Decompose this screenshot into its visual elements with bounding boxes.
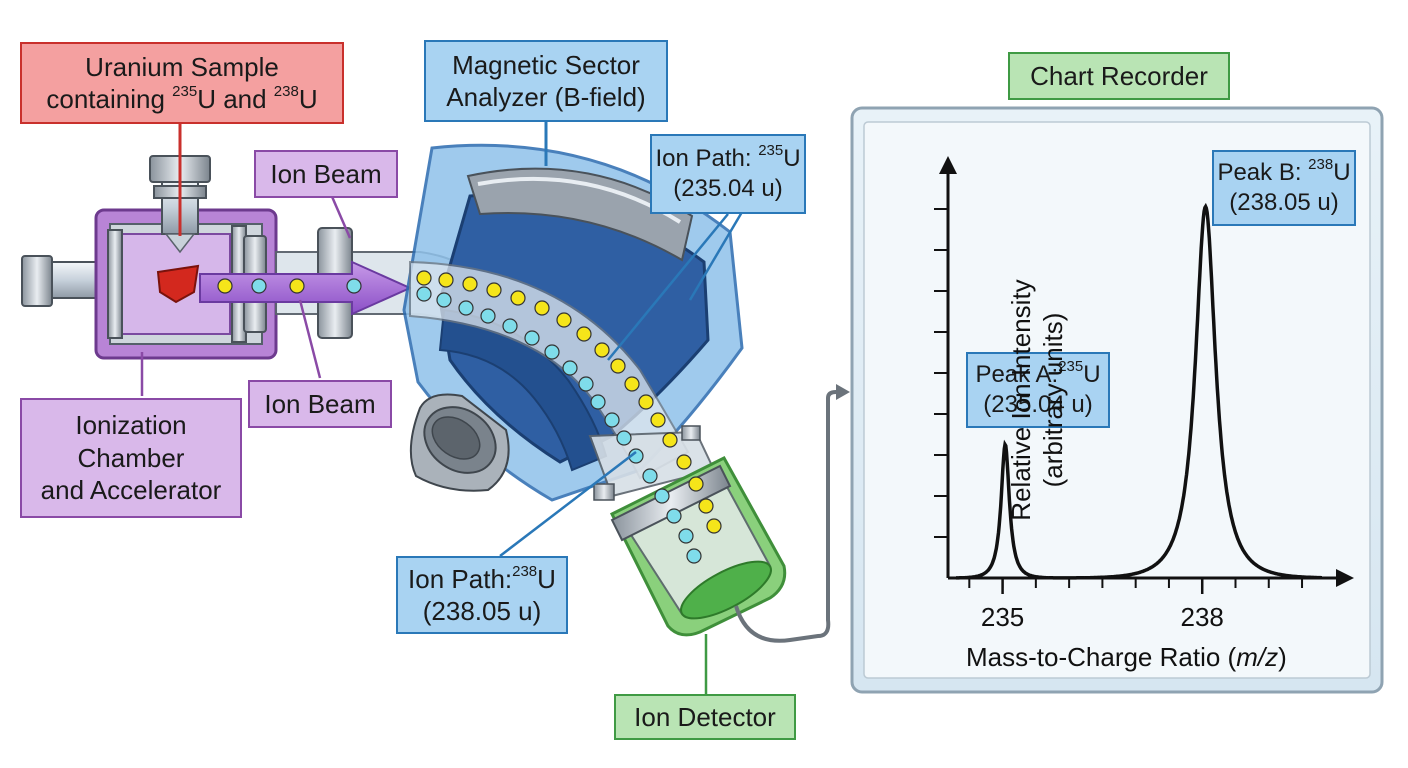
ion-beam-arrow bbox=[199, 260, 413, 316]
x-axis-label-post: ) bbox=[1278, 642, 1287, 672]
ionization-chamber-line3: and Accelerator bbox=[40, 475, 222, 506]
ion-path-238-label: Ion Path:238U (238.05 u) bbox=[396, 556, 568, 634]
ion-238-8 bbox=[578, 376, 594, 392]
ion-238-11 bbox=[616, 430, 632, 446]
ion-235-14 bbox=[676, 454, 692, 470]
uranium-sample-line1: Uranium Sample bbox=[85, 51, 279, 82]
ion-238-17 bbox=[686, 548, 702, 564]
ion-238-9 bbox=[590, 394, 606, 410]
ion-235-2 bbox=[462, 276, 478, 292]
ion-235-9 bbox=[610, 358, 626, 374]
ion-235-6 bbox=[556, 312, 572, 328]
ion-path-238-mass: (238.05 u) bbox=[422, 596, 542, 626]
ion-beam-bottom-text: Ion Beam bbox=[264, 388, 376, 419]
path235-leader-line bbox=[688, 211, 744, 301]
ion-238-1 bbox=[436, 292, 452, 308]
ion-238-2 bbox=[458, 300, 474, 316]
ion-path-235-mass: (235.04 u) bbox=[673, 175, 783, 202]
uranium-sample bbox=[156, 264, 200, 304]
ion-238-7 bbox=[562, 360, 578, 376]
ionization-chamber-line2: Chamber bbox=[77, 442, 185, 473]
ion-235-1 bbox=[438, 272, 454, 288]
beam-bottom-leader-line bbox=[298, 299, 322, 379]
ion-235-16 bbox=[698, 498, 714, 514]
path238-leader-line bbox=[499, 451, 637, 557]
magnetic-sector-label: Magnetic Sector Analyzer (B-field) bbox=[424, 40, 668, 122]
peak-b-label: Peak B: 238U (238.05 u) bbox=[1212, 150, 1356, 226]
ion-238-0 bbox=[416, 286, 432, 302]
ion-238-5 bbox=[524, 330, 540, 346]
magnetic-sector-line1: Magnetic Sector bbox=[452, 49, 640, 80]
uranium-sample-label: Uranium Sample containing 235U and 238U bbox=[20, 42, 344, 124]
ion-235-0 bbox=[416, 270, 432, 286]
x-axis-label: Mass-to-Charge Ratio (m/z) bbox=[966, 642, 1287, 673]
ion-235-17 bbox=[706, 518, 722, 534]
path235-leader-line-2 bbox=[607, 213, 729, 361]
ion-235-11 bbox=[638, 394, 654, 410]
ion-235-7 bbox=[576, 326, 592, 342]
ion-238-3 bbox=[480, 308, 496, 324]
detector-cable bbox=[734, 390, 846, 643]
ion-238-10 bbox=[604, 412, 620, 428]
ion-238-14 bbox=[654, 488, 670, 504]
uranium-sample-line2: containing 235U and 238U bbox=[46, 83, 318, 114]
beam-ion-2 bbox=[289, 278, 305, 294]
ion-detector-text: Ion Detector bbox=[634, 701, 776, 732]
x-axis-label-pre: Mass-to-Charge Ratio ( bbox=[966, 642, 1237, 672]
ion-detector-label: Ion Detector bbox=[614, 694, 796, 740]
ion-238-6 bbox=[544, 344, 560, 360]
chart-recorder-label: Chart Recorder bbox=[1008, 52, 1230, 100]
peak-b-line1: Peak B: 238U bbox=[1217, 156, 1351, 186]
beam-ion-3 bbox=[346, 278, 362, 294]
x-axis-label-italic: m/z bbox=[1236, 642, 1279, 672]
beam-ion-1 bbox=[251, 278, 267, 294]
peak-a-mass: (235.04 u) bbox=[983, 391, 1093, 418]
y-axis-label: Relative Ion Intensity (arbitrary units) bbox=[1005, 230, 1075, 570]
x-tick-label-235: 235 bbox=[981, 602, 1024, 632]
chart-recorder-text: Chart Recorder bbox=[1030, 60, 1208, 91]
ion-beam-top-label: Ion Beam bbox=[254, 150, 398, 198]
magnetic-sector-line2: Analyzer (B-field) bbox=[446, 82, 646, 112]
ion-path-235-line1: Ion Path: 235U bbox=[655, 142, 801, 172]
ion-235-13 bbox=[662, 432, 678, 448]
ion-path-238-line1: Ion Path:238U bbox=[408, 562, 556, 594]
ion-235-4 bbox=[510, 290, 526, 306]
ion-235-10 bbox=[624, 376, 640, 392]
ion-235-12 bbox=[650, 412, 666, 428]
ion-235-3 bbox=[486, 282, 502, 298]
peak-a-label: Peak A:235U (235.04 u) bbox=[966, 352, 1110, 428]
beam-top-leader-line bbox=[328, 191, 352, 239]
cable-arrowhead bbox=[836, 384, 850, 400]
ion-detector bbox=[609, 456, 787, 637]
peak-a-line1: Peak A:235U bbox=[975, 358, 1101, 388]
y-axis-arrowhead bbox=[939, 156, 957, 174]
vacuum-pump bbox=[409, 393, 510, 492]
y-axis-label-line1: Relative Ion Intensity bbox=[1006, 279, 1036, 521]
ion-235-5 bbox=[534, 300, 550, 316]
y-axis-label-line2: (arbitrary units) bbox=[1038, 312, 1068, 488]
chart-plot-area: 235 238 bbox=[934, 156, 1354, 632]
x-axis-arrowhead bbox=[1336, 569, 1354, 587]
ion-238-4 bbox=[502, 318, 518, 334]
beam-ion-0 bbox=[217, 278, 233, 294]
x-tick-label-238: 238 bbox=[1181, 602, 1224, 632]
ionization-chamber-line1: Ionization bbox=[75, 410, 187, 441]
spectrum-line bbox=[956, 202, 1322, 580]
chart-recorder-panel bbox=[850, 106, 1384, 694]
ion-235-8 bbox=[594, 342, 610, 358]
ion-beam-top-text: Ion Beam bbox=[270, 158, 382, 189]
ionization-chamber-label: Ionization Chamber and Accelerator bbox=[20, 398, 242, 518]
ion-238-15 bbox=[666, 508, 682, 524]
ion-238-13 bbox=[642, 468, 658, 484]
ion-path-235-label: Ion Path: 235U (235.04 u) bbox=[650, 134, 806, 214]
ion-235-15 bbox=[688, 476, 704, 492]
ion-beam-bottom-label: Ion Beam bbox=[248, 380, 392, 428]
ion-238-16 bbox=[678, 528, 694, 544]
peak-b-mass: (238.05 u) bbox=[1229, 189, 1339, 216]
